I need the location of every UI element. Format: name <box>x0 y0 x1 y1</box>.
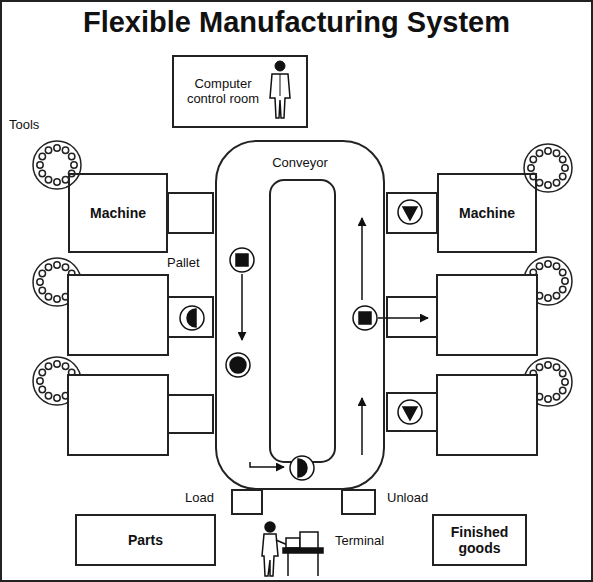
tool-pocket <box>54 395 60 401</box>
tool-pocket <box>45 177 51 183</box>
node-label: Machine <box>90 205 146 221</box>
load-label: Load <box>184 491 215 506</box>
tool-pocket <box>560 286 566 292</box>
tool-ring <box>33 141 81 189</box>
tool-pocket <box>545 261 551 267</box>
tool-pocket <box>545 396 551 402</box>
tool-pocket <box>39 170 45 176</box>
tool-pocket <box>45 393 51 399</box>
tool-pocket <box>553 364 559 370</box>
tool-pocket <box>553 150 559 156</box>
pallet-label: Pallet <box>166 256 201 271</box>
tool-pocket <box>37 378 43 384</box>
tool-pocket <box>545 148 551 154</box>
tool-pocket <box>536 364 542 370</box>
tool-pocket <box>45 264 51 270</box>
tool-ring <box>524 144 572 192</box>
tool-pocket <box>562 379 568 385</box>
tool-pocket <box>545 182 551 188</box>
node-label: Machine <box>459 205 515 221</box>
tool-pocket <box>553 293 559 299</box>
tool-pocket <box>45 294 51 300</box>
tool-pocket <box>39 287 45 293</box>
tool-pocket <box>37 162 43 168</box>
unload-label: Unload <box>386 491 429 506</box>
tool-pocket <box>560 387 566 393</box>
tool-pocket <box>39 270 45 276</box>
node-label: Finished goods <box>442 524 518 556</box>
tool-pocket <box>553 180 559 186</box>
tool-pocket <box>39 369 45 375</box>
tool-pocket <box>545 295 551 301</box>
tool-pocket <box>562 278 568 284</box>
tool-pocket <box>545 362 551 368</box>
flow-arrows <box>242 218 428 467</box>
finished-goods-box: Finished goods <box>432 514 527 566</box>
node-label: Parts <box>128 532 163 548</box>
tool-pocket <box>536 263 542 269</box>
machine-shapes <box>68 193 537 514</box>
tool-pocket <box>62 363 68 369</box>
tool-pocket <box>62 147 68 153</box>
tool-pocket <box>530 156 536 162</box>
tool-pocket <box>39 153 45 159</box>
machine-box: Machine <box>437 173 537 253</box>
title: Flexible Manufacturing System <box>0 6 593 39</box>
tool-pocket <box>54 145 60 151</box>
conveyor-loop: Conveyor <box>215 140 385 490</box>
tool-pocket <box>71 162 77 168</box>
tool-pocket <box>536 150 542 156</box>
tool-pocket <box>54 296 60 302</box>
tool-pocket <box>54 262 60 268</box>
machine-box: Machine <box>68 173 168 253</box>
terminal-figure <box>262 522 323 576</box>
tool-pocket <box>54 361 60 367</box>
tool-pocket <box>560 156 566 162</box>
tool-pocket <box>54 179 60 185</box>
conveyor-inner <box>270 180 335 462</box>
tool-pocket <box>560 370 566 376</box>
control-room-box: Computer control room <box>172 55 308 128</box>
tool-pocket <box>562 165 568 171</box>
tool-pocket <box>39 386 45 392</box>
operator-figure <box>270 61 290 118</box>
tool-pocket <box>37 279 43 285</box>
tools-label: Tools <box>8 118 40 133</box>
terminal-label: Terminal <box>334 534 385 549</box>
tool-pocket <box>528 165 534 171</box>
node-label: Computer control room <box>186 77 260 107</box>
tool-pocket <box>553 394 559 400</box>
tool-pocket <box>45 147 51 153</box>
tool-pocket <box>560 269 566 275</box>
tool-pocket <box>553 263 559 269</box>
tool-pocket <box>45 363 51 369</box>
parts-box: Parts <box>75 514 216 566</box>
tool-pocket <box>536 180 542 186</box>
tool-pocket <box>62 264 68 270</box>
tool-pocket <box>560 173 566 179</box>
node-label: Conveyor <box>272 156 328 171</box>
tool-pocket <box>69 153 75 159</box>
